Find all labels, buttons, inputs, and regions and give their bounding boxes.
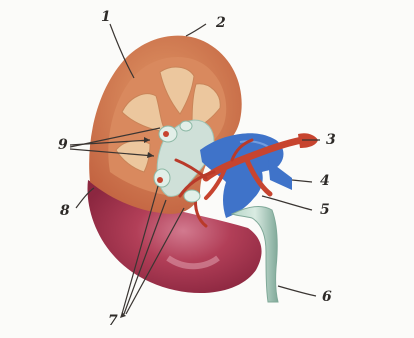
label-4: 4	[320, 174, 330, 188]
label-1: 1	[101, 10, 111, 24]
label-9: 9	[58, 138, 68, 152]
label-7: 7	[108, 314, 118, 328]
label-8: 8	[60, 204, 70, 218]
label-2: 2	[216, 16, 226, 30]
label-6: 6	[322, 290, 332, 304]
label-5: 5	[320, 203, 330, 217]
label-3: 3	[326, 133, 336, 147]
